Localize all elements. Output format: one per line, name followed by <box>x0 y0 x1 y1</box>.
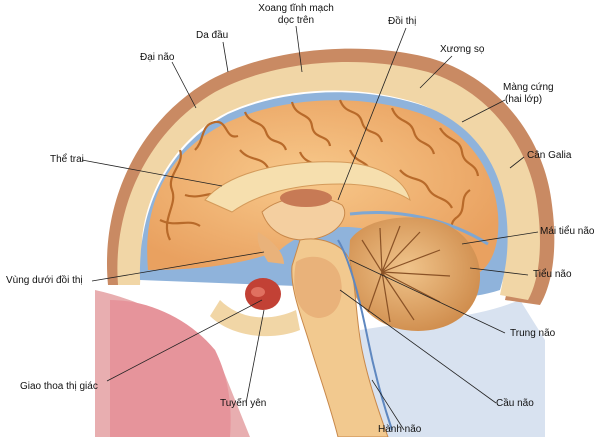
cerebral-aqueduct <box>337 239 393 431</box>
sphenoid-bone <box>210 300 300 337</box>
label-mai-tieu-nao: Mái tiểu não <box>540 226 595 237</box>
label-xoang-line1: Xoang tĩnh mạch <box>258 3 334 14</box>
label-cau-nao: Cầu não <box>496 398 534 409</box>
posterior-neck <box>360 300 545 437</box>
pons <box>294 256 342 318</box>
label-tuyen-yen: Tuyến yên <box>220 398 267 409</box>
label-mang-cung-line1: Màng cứng <box>503 82 554 93</box>
nasal-cavity <box>110 300 231 437</box>
label-can-galia: Cân Galia <box>527 150 572 161</box>
label-tieu-nao: Tiểu não <box>533 269 572 280</box>
leader-lines <box>81 25 539 431</box>
label-hanh-nao: Hành não <box>378 424 422 435</box>
fornix <box>280 189 332 207</box>
corpus-callosum <box>204 161 411 213</box>
label-trung-nao: Trung não <box>510 328 556 339</box>
pituitary-highlight <box>251 287 265 297</box>
cortical-sulci <box>159 99 480 245</box>
label-xuong-so: Xương sọ <box>440 44 485 55</box>
tentorium <box>349 210 489 246</box>
label-vung-duoi-doi-thi: Vùng dưới đồi thị <box>6 275 83 286</box>
label-dai-nao: Đại não <box>140 52 175 63</box>
label-mang-cung-line2: (hai lớp) <box>505 94 543 105</box>
arbor-vitae <box>361 225 451 323</box>
label-doi-thi: Đồi thị <box>388 16 417 27</box>
label-da-dau: Da đầu <box>196 30 229 41</box>
hypothalamus <box>257 232 284 264</box>
label-xoang-line2: dọc trên <box>277 15 315 26</box>
label-the-trai: Thể trai <box>50 154 84 165</box>
label-giao-thoa-thi-giac: Giao thoa thị giác <box>20 381 98 392</box>
